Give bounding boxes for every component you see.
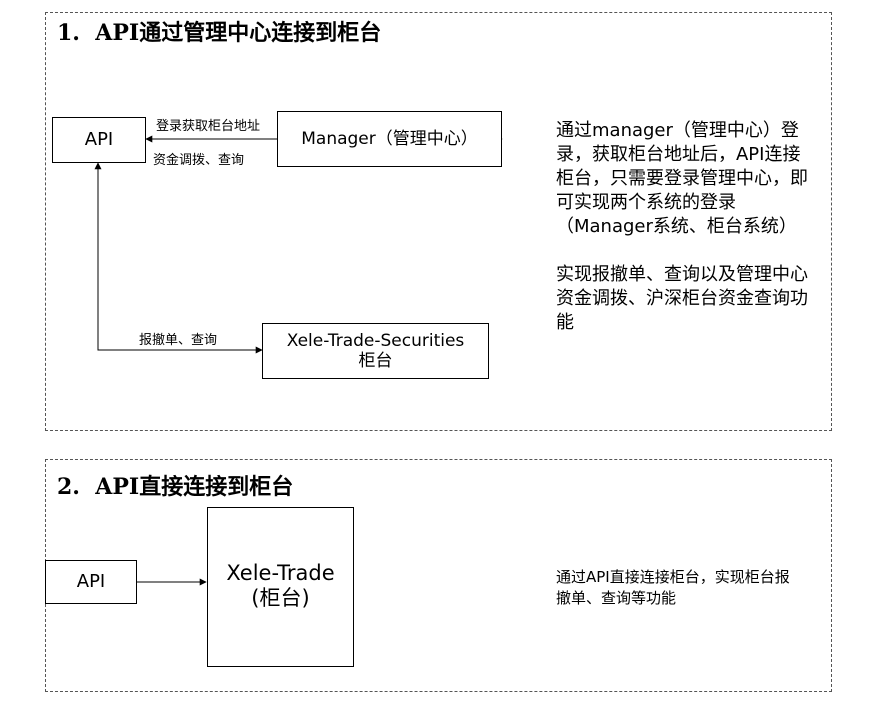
trade-box: Xele-Trade (柜台) — [207, 507, 354, 667]
label-login-address: 登录获取柜台地址 — [156, 119, 261, 134]
section-1-description: 通过manager（管理中心）登录，获取柜台地址后，API连接柜台，只需要登录管… — [556, 119, 808, 335]
manager-box: Manager（管理中心） — [277, 111, 502, 167]
api-securities-connector — [94, 162, 263, 354]
label-fund-transfer: 资金调拨、查询 — [153, 153, 245, 168]
securities-box-label-line2: 柜台 — [358, 351, 393, 371]
description-paragraph-2: 实现报撤单、查询以及管理中心资金调拨、沪深柜台资金查询功能 — [556, 264, 808, 333]
trade-box-label-line1: Xele-Trade — [226, 561, 335, 585]
section-1-frame — [45, 12, 832, 431]
api-box-direct: API — [45, 560, 137, 604]
securities-box-label-line1: Xele-Trade-Securities — [286, 330, 465, 351]
section-1-title: 1. API通过管理中心连接到柜台 — [57, 20, 382, 46]
description-paragraph-1: 通过manager（管理中心）登录，获取柜台地址后，API连接柜台，只需要登录管… — [556, 120, 808, 237]
label-order-query: 报撤单、查询 — [139, 333, 218, 348]
api-box: API — [52, 117, 146, 163]
trade-box-label-line2: (柜台) — [251, 586, 310, 611]
api-box-label: API — [84, 129, 114, 151]
securities-box: Xele-Trade-Securities 柜台 — [262, 323, 489, 379]
manager-box-label: Manager（管理中心） — [301, 128, 478, 149]
section-2-title: 2. API直接连接到柜台 — [57, 474, 294, 500]
api-box-direct-label: API — [76, 571, 106, 593]
section-2-description: 通过API直接连接柜台，实现柜台报撤单、查询等功能 — [556, 568, 790, 607]
